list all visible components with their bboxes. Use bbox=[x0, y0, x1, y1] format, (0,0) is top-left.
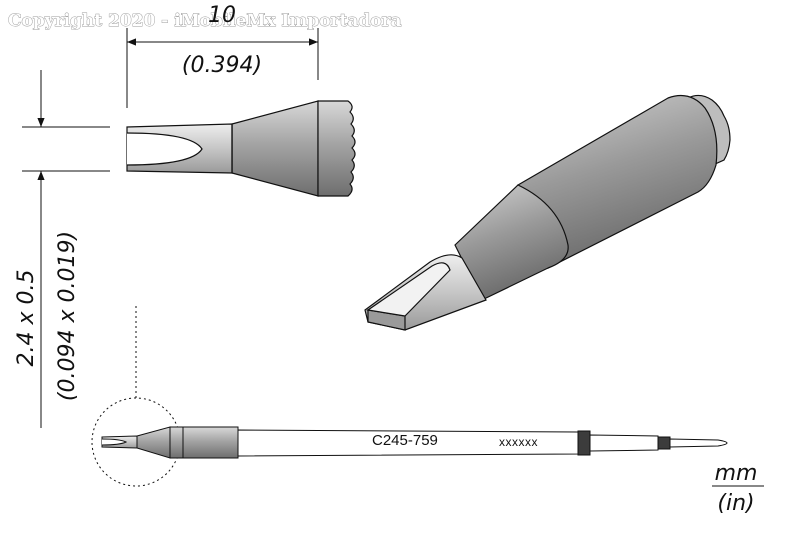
length-mm-label: 10 bbox=[208, 3, 236, 28]
tip-mm-label: 2.4 x 0.5 bbox=[14, 270, 39, 367]
perspective-view-tip bbox=[364, 94, 731, 331]
units-in-label: (in) bbox=[717, 491, 754, 516]
units-mm-label: mm bbox=[715, 461, 758, 486]
part-number-label: C245-759 bbox=[372, 432, 438, 449]
copyright-watermark: Copyright 2020 - iMobileMx Importadora bbox=[8, 11, 402, 31]
full-tip-view bbox=[91, 306, 728, 487]
serial-number-label: xxxxxx bbox=[499, 435, 538, 449]
units-legend: mm (in) bbox=[712, 461, 764, 516]
side-view-tip bbox=[22, 28, 356, 428]
tip-in-label: (0.094 x 0.019) bbox=[55, 231, 80, 401]
length-in-label: (0.394) bbox=[182, 53, 262, 78]
